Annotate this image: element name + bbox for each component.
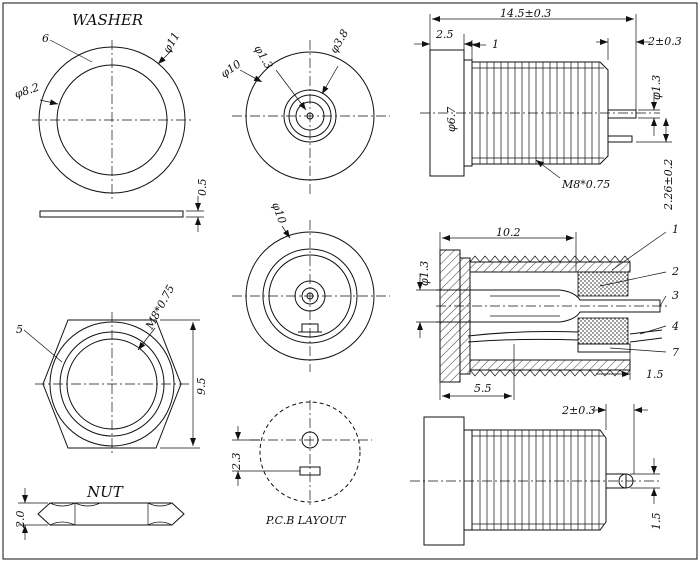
side-thread: M8*0.75 xyxy=(561,178,610,191)
bottom-view-drawing: 2±0.3 1.5 xyxy=(410,404,663,546)
front-flange-dia: φ10 xyxy=(218,57,243,80)
nut-thread: M8*0.75 xyxy=(143,283,178,333)
washer-thickness: 0.5 xyxy=(196,179,209,197)
section-callout-3: 3 xyxy=(672,289,679,302)
section-upper-wall xyxy=(469,261,631,273)
section-callout-4: 4 xyxy=(671,320,679,333)
bottom-threaded-body xyxy=(471,429,607,531)
pcb-title: P.C.B LAYOUT xyxy=(265,514,347,527)
washer-outer-dia: φ11 xyxy=(160,30,182,55)
section-insulator-top xyxy=(577,271,629,297)
nut-height: 2.0 xyxy=(14,511,27,530)
section-lower-wall xyxy=(469,359,631,371)
section-view-drawing: 10.2 φ1.3 5.5 1.5 1 2 3 4 7 xyxy=(416,223,679,400)
section-callout-2: 2 xyxy=(671,265,679,278)
bottom-pin-extension: 2±0.3 xyxy=(561,404,596,417)
rear-flange-dia: φ10 xyxy=(269,201,289,226)
side-tab xyxy=(607,135,633,143)
nut-across-flats: 9.5 xyxy=(195,378,208,396)
section-insulator-bottom xyxy=(577,317,629,345)
side-body-dia: φ6.7 xyxy=(445,107,458,132)
section-callout-1: 1 xyxy=(672,223,679,236)
side-overall-length: 14.5±0.3 xyxy=(500,7,551,20)
front-bore-dia: φ3.8 xyxy=(327,27,351,55)
side-threaded-body xyxy=(471,61,609,165)
side-pin xyxy=(607,109,637,119)
nut-title: NUT xyxy=(86,483,124,501)
washer-title: WASHER xyxy=(72,11,143,29)
front-view-drawing: φ1.3 φ3.8 φ10 xyxy=(218,27,390,195)
front-pin-dia: φ1.3 xyxy=(251,43,275,71)
side-pin-extension: 2±0.3 xyxy=(647,35,682,48)
washer-profile xyxy=(39,210,184,218)
side-view-drawing: 14.5±0.3 2.5 1 2±0.3 φ1.3 φ6.7 M8*0.75 2… xyxy=(414,7,682,211)
section-flange xyxy=(439,249,461,383)
section-tab-length: 1.5 xyxy=(646,368,664,381)
pcb-layout-drawing: 2.3 P.C.B LAYOUT xyxy=(230,400,372,527)
rear-view-drawing: φ10 xyxy=(232,201,390,372)
section-callout-7: 7 xyxy=(672,346,679,359)
washer-drawing: WASHER 6 φ11 φ8.2 0.5 xyxy=(13,11,209,232)
nut-callout: 5 xyxy=(16,323,23,336)
nut-drawing: 5 M8*0.75 9.5 NUT 2.0 xyxy=(14,283,208,540)
side-flange-width: 2.5 xyxy=(435,28,454,41)
section-base-length: 5.5 xyxy=(474,382,492,395)
bottom-tab-width: 1.5 xyxy=(650,513,663,531)
washer-callout: 6 xyxy=(42,32,49,45)
nut-side-profile xyxy=(37,502,185,526)
section-pin-dia: φ1.3 xyxy=(418,261,431,286)
section-length: 10.2 xyxy=(496,226,521,239)
washer-inner-dia: φ8.2 xyxy=(13,81,41,101)
side-pin-height: 2.26±0.2 xyxy=(662,159,675,211)
pcb-offset: 2.3 xyxy=(230,453,243,472)
side-step: 1 xyxy=(492,38,499,51)
side-pin-dia: φ1.3 xyxy=(650,75,663,100)
pcb-outline-circle xyxy=(259,401,361,503)
